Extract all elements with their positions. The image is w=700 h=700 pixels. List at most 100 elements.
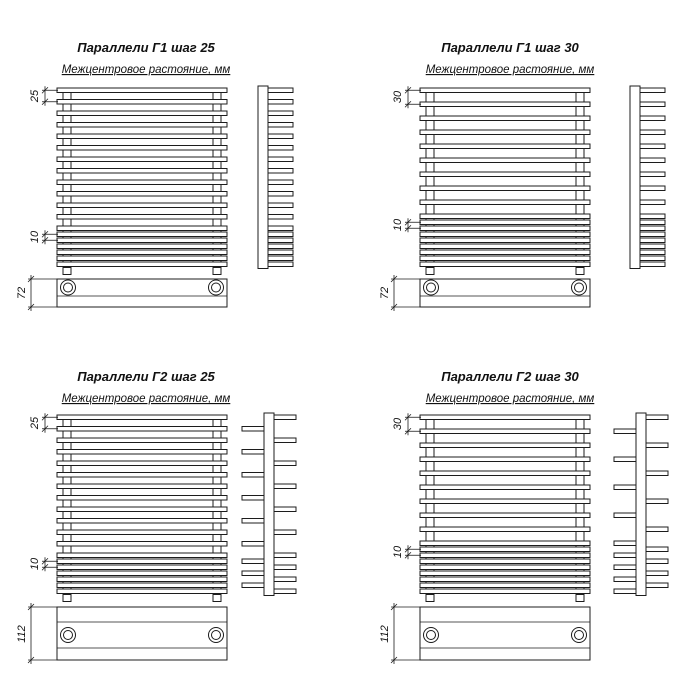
tube-bar (419, 115, 591, 121)
left-connector-stub (425, 594, 435, 602)
tube-bar (419, 546, 591, 552)
side-view-tooth (267, 110, 294, 116)
diagram-title: Параллели Г1 шаг 30 (441, 40, 579, 55)
tube-bar (419, 231, 591, 237)
side-view-tooth (613, 484, 637, 490)
dimension-tick (41, 413, 49, 421)
tube-bar (56, 179, 228, 185)
tube-bar (56, 261, 228, 267)
tube-bar (419, 87, 591, 93)
pipe-connection-inner (574, 282, 584, 293)
tube-bar (56, 460, 228, 466)
dimension-tick (41, 230, 49, 238)
side-view-tooth (639, 225, 666, 231)
side-view-tooth (267, 237, 294, 243)
tube-bar (419, 261, 591, 267)
tube-bar (56, 255, 228, 261)
side-view-tooth (241, 495, 265, 501)
side-view-tooth (613, 512, 637, 518)
tube-bar (56, 156, 228, 162)
side-view-tooth (267, 122, 294, 128)
tube-bar (56, 249, 228, 255)
side-view-tooth (267, 255, 294, 261)
tube-bar (419, 552, 591, 558)
pipe-connection-inner (211, 630, 221, 640)
tube-bar (419, 225, 591, 231)
side-view-tooth (639, 255, 666, 261)
diagram-parallels-g1-step25: Параллели Г1 шаг 25 Межцентровое растоян… (16, 40, 294, 311)
side-view-tooth (645, 570, 669, 576)
side-view-tooth (639, 243, 666, 249)
dimension-tick (27, 603, 35, 611)
tube-bar (56, 243, 228, 249)
side-view-tooth (613, 552, 637, 558)
side-view-tooth (267, 87, 294, 93)
tube-bar (419, 456, 591, 462)
tube-bar (419, 588, 591, 594)
diagram-subtitle: Межцентровое растояние, мм (62, 393, 231, 405)
dim-collector-height-label: 72 (379, 287, 391, 299)
tube-bar (56, 582, 228, 588)
side-view-spine (257, 85, 269, 269)
tube-bar (56, 570, 228, 576)
tube-bar (419, 249, 591, 255)
tube-bar (56, 225, 228, 231)
tube-bar (419, 185, 591, 191)
left-connector-stub (62, 267, 72, 275)
side-view-tooth (273, 460, 297, 466)
dimension-tick (41, 86, 49, 94)
side-view-tooth (639, 185, 666, 191)
side-view-tooth (639, 261, 666, 267)
side-view-tooth (645, 498, 669, 504)
dim-step-label: 30 (392, 417, 404, 430)
dimension-tick (404, 545, 412, 553)
dimension-tick (41, 557, 49, 565)
tube-bar (419, 558, 591, 564)
collector-body (419, 606, 591, 661)
dimension-tick (390, 603, 398, 611)
side-view-tooth (267, 214, 294, 220)
side-view-tooth (639, 213, 666, 219)
tube-bar (419, 219, 591, 225)
tube-bar (56, 202, 228, 208)
side-view-tooth (273, 414, 297, 420)
tube-bar (419, 101, 591, 107)
side-view-tooth (639, 249, 666, 255)
side-view-tooth (273, 529, 297, 535)
dimension-tick (404, 86, 412, 94)
side-view-tooth (241, 570, 265, 576)
side-view-tooth (267, 202, 294, 208)
pipe-connection-inner (63, 282, 73, 293)
left-connector-stub (425, 267, 435, 275)
side-view-tooth (267, 156, 294, 162)
dim-step-label: 25 (29, 416, 41, 430)
tube-bar (419, 526, 591, 532)
pipe-connection-inner (211, 282, 221, 293)
pipe-connection-inner (574, 630, 584, 640)
tube-bar (56, 483, 228, 489)
side-view-tooth (241, 558, 265, 564)
dim-step-label: 30 (392, 90, 404, 103)
side-view-tooth (645, 582, 669, 588)
dim-collector-height-label: 72 (16, 287, 28, 299)
side-view-tooth (645, 414, 669, 420)
tube-bar (56, 495, 228, 501)
side-view-tooth (267, 168, 294, 174)
tube-bar (56, 426, 228, 432)
side-view-tooth (273, 483, 297, 489)
tube-bar (56, 564, 228, 570)
side-view-tooth (613, 456, 637, 462)
tube-bar (56, 518, 228, 524)
dim-collector-height-label: 112 (379, 625, 391, 643)
dimension-tick (404, 224, 412, 232)
side-view-tooth (273, 437, 297, 443)
tube-bar (56, 588, 228, 594)
side-view-tooth (267, 191, 294, 197)
dimension-tick (27, 275, 35, 283)
side-view-tooth (267, 243, 294, 249)
side-view-spine (263, 412, 275, 596)
side-view-tooth (241, 518, 265, 524)
side-view-tooth (273, 588, 297, 594)
